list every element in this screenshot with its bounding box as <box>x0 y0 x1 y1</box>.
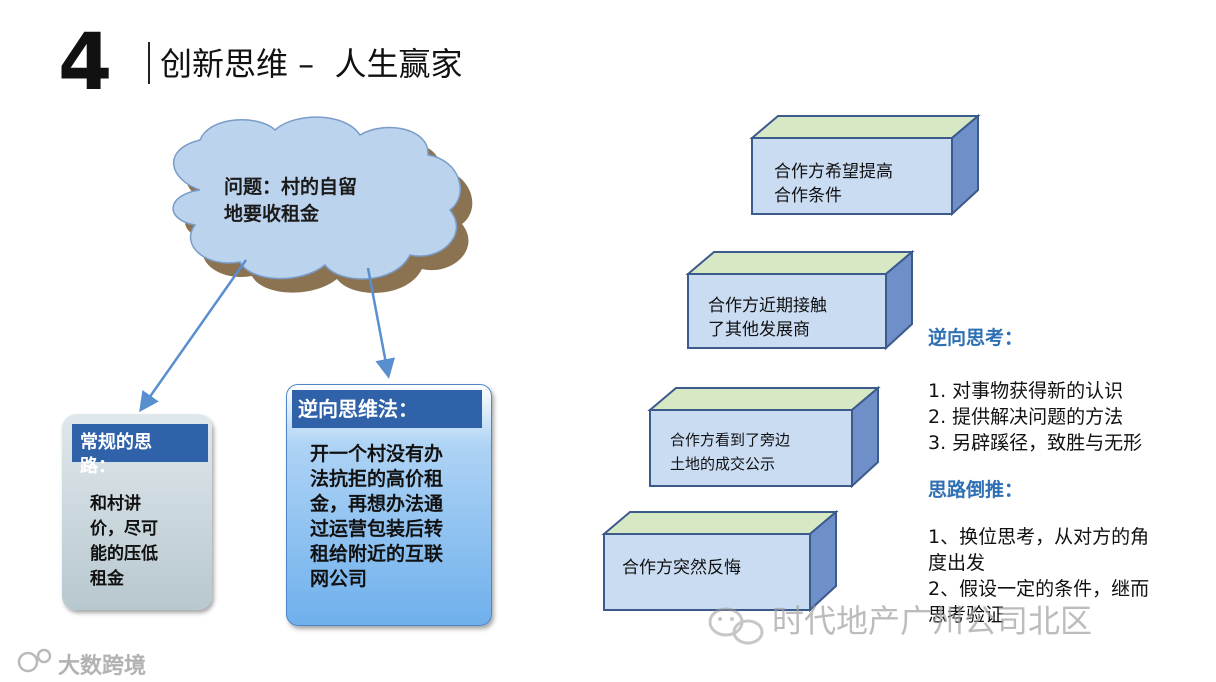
backward-reasoning-item: 思考验证 <box>928 604 1005 626</box>
step-box-3 <box>647 385 881 489</box>
reverse-thinking-title: 逆向思考： <box>928 327 1024 349</box>
wechat-icon <box>708 607 764 645</box>
reverse-method-header <box>292 390 482 428</box>
normal-body-line: 能的压低 <box>90 544 158 564</box>
normal-method-title: 常规的思 路： <box>80 429 210 481</box>
step-4-line-1: 合作方突然反悔 <box>622 558 741 578</box>
backward-reasoning-item: 度出发 <box>928 552 986 574</box>
watermark-text: 时代地产广州公司北区 <box>772 602 1093 640</box>
step-1-line-2: 合作条件 <box>774 186 842 206</box>
reverse-body-line: 网公司 <box>310 568 368 590</box>
step-label-2: 合作方近期接触 了其他发展商 <box>708 294 827 342</box>
normal-title-line-1: 常规的思 <box>80 432 152 453</box>
cloud-line-1: 问题：村的自留 <box>224 176 358 198</box>
reverse-thinking-item: 1. 对事物获得新的认识 <box>928 380 1124 402</box>
normal-method-header <box>72 424 208 462</box>
backward-reasoning-item: 2、假设一定的条件，继而 <box>928 578 1150 600</box>
reverse-body-line: 过运营包装后转 <box>310 518 444 540</box>
brand-watermark: 大数跨境 <box>58 654 147 679</box>
step-box-4 <box>601 509 839 613</box>
reverse-method-body: 开一个村没有办 法抗拒的高价租 金，再想办法通 过运营包装后转 租给附近的互联 … <box>310 442 474 592</box>
step-box-2 <box>685 249 915 351</box>
normal-body-line: 租金 <box>90 569 124 589</box>
normal-body-line: 和村讲 <box>90 494 141 514</box>
brand-logo-icon <box>17 648 52 673</box>
step-3-line-2: 土地的成交公示 <box>670 455 776 473</box>
reverse-thinking-item: 2. 提供解决问题的方法 <box>928 406 1124 428</box>
step-2-line-1: 合作方近期接触 <box>708 296 827 316</box>
reverse-body-line: 法抗拒的高价租 <box>310 468 444 490</box>
right-panel: 逆向思考： 1. 对事物获得新的认识 2. 提供解决问题的方法 3. 另辟蹊径，… <box>928 324 1208 628</box>
normal-title-line-2: 路： <box>80 456 116 477</box>
slide-title: 创新思维 – 人生赢家 <box>160 45 463 83</box>
reverse-body-line: 开一个村没有办 <box>310 443 444 465</box>
step-label-1: 合作方希望提高 合作条件 <box>774 160 893 208</box>
reverse-body-line: 租给附近的互联 <box>310 543 444 565</box>
arrow-to-reverse <box>366 267 396 379</box>
reverse-thinking-item: 3. 另辟蹊径，致胜与无形 <box>928 432 1143 454</box>
slide-number: 4 <box>58 18 112 108</box>
cloud-problem-text: 问题：村的自留 地要收租金 <box>224 174 414 228</box>
title-divider <box>148 42 150 84</box>
normal-method-body: 和村讲 价，尽可 能的压低 租金 <box>90 492 200 592</box>
arrow-to-normal <box>139 259 248 413</box>
cloud-shape <box>172 116 461 280</box>
step-3-line-1: 合作方看到了旁边 <box>670 431 791 449</box>
step-label-4: 合作方突然反悔 <box>622 556 741 580</box>
cloud-line-2: 地要收租金 <box>224 203 320 225</box>
step-box-1 <box>749 113 981 217</box>
step-label-3: 合作方看到了旁边 土地的成交公示 <box>670 428 790 476</box>
backward-reasoning-title: 思路倒推： <box>928 479 1024 501</box>
reverse-body-line: 金，再想办法通 <box>310 493 444 515</box>
reverse-method-title: 逆向思维法： <box>298 397 418 421</box>
step-2-line-2: 了其他发展商 <box>708 320 810 340</box>
normal-body-line: 价，尽可 <box>90 519 158 539</box>
step-1-line-1: 合作方希望提高 <box>774 162 893 182</box>
backward-reasoning-item: 1、换位思考，从对方的角 <box>928 526 1150 548</box>
